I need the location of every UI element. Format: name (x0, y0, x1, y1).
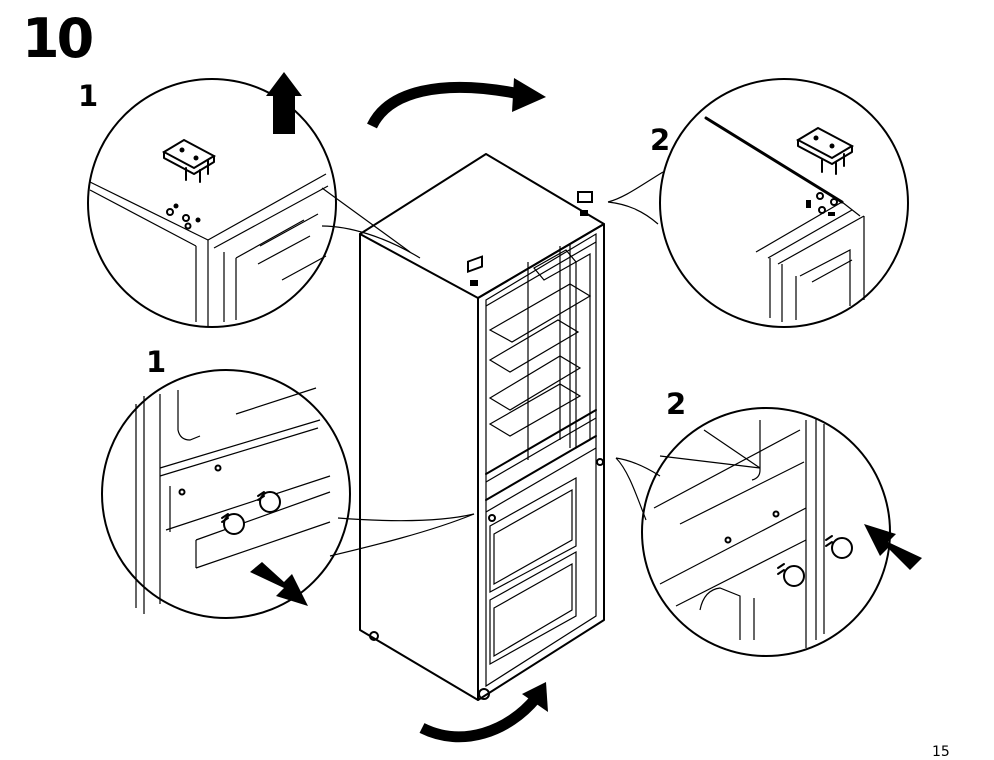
step-number: 10 (22, 7, 94, 70)
rotate-arrow-bottom-icon (419, 682, 548, 743)
callout-label-top-left: 1 (78, 79, 99, 113)
callout-label-bottom-right: 2 (666, 387, 687, 421)
fridge (359, 153, 605, 701)
callout-label-top-right: 2 (650, 123, 671, 157)
up-arrow-icon (266, 72, 302, 134)
callout-label-bottom-left: 1 (146, 345, 167, 379)
pull-arrow-icon (250, 562, 308, 606)
detail-circle-top-left (87, 78, 421, 328)
detail-circle-bottom-right (615, 407, 891, 657)
push-arrow-icon (864, 524, 922, 570)
page-number: 15 (932, 744, 950, 760)
detail-circle-bottom-left (101, 369, 475, 619)
detail-circle-top-right (607, 78, 909, 328)
rotate-arrow-top-icon (367, 78, 546, 129)
